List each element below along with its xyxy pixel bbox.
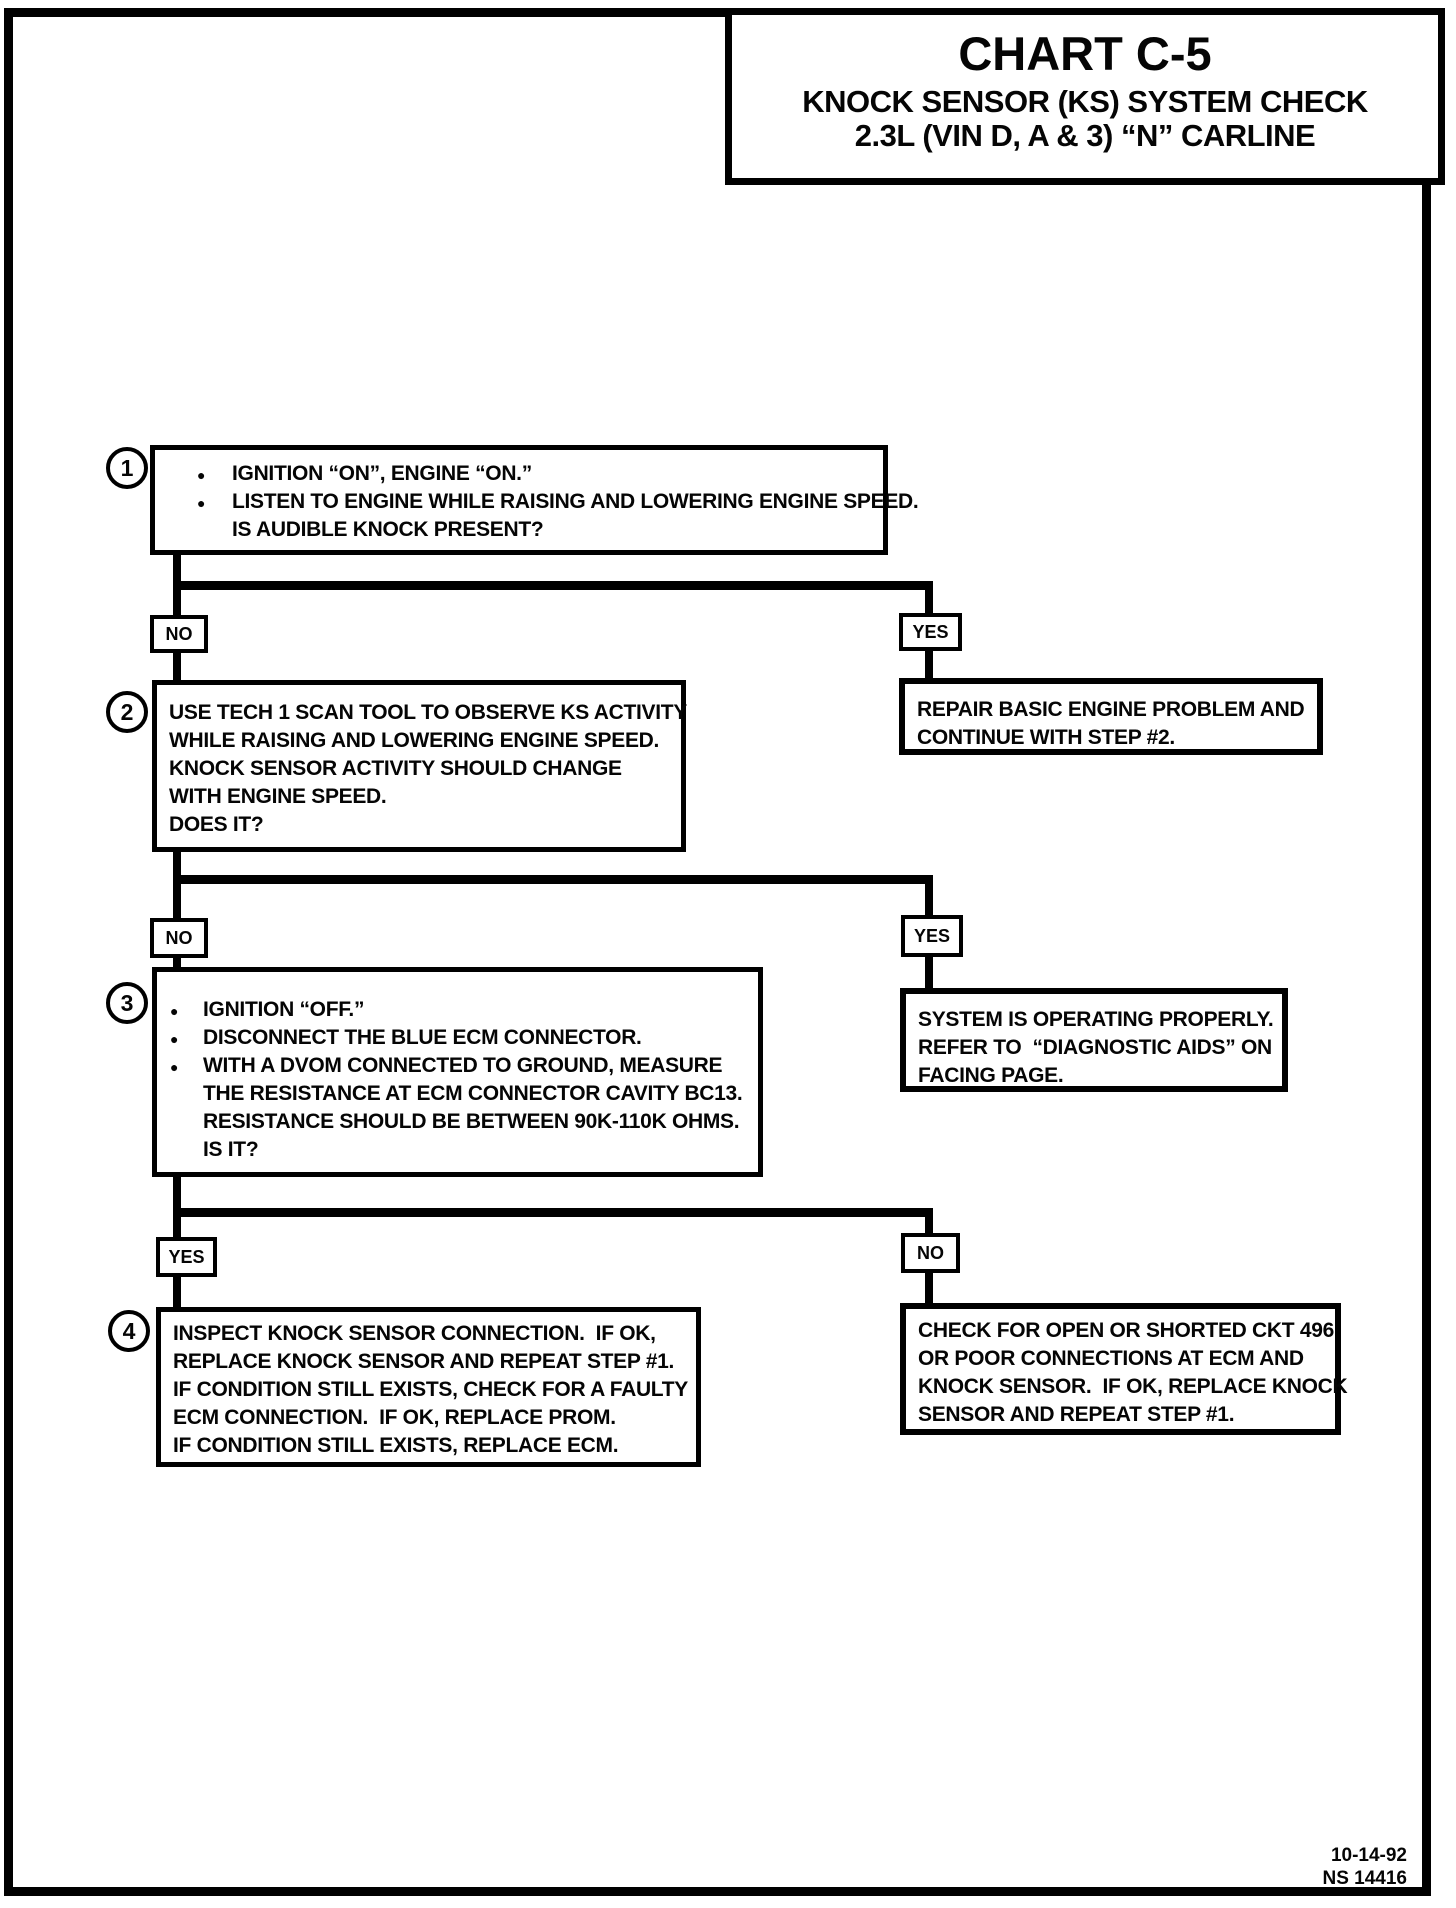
step-2-line-3: KNOCK SENSOR ACTIVITY SHOULD CHANGE [169,757,622,780]
step-4-line-1: INSPECT KNOCK SENSOR CONNECTION. IF OK, [173,1322,656,1345]
branch-3-yes-label: YES [156,1237,217,1277]
connector-branch3 [173,1208,933,1217]
chart-title: CHART C-5 [958,27,1212,80]
step-1-number: 1 [106,447,148,489]
result-3-line-2: OR POOR CONNECTIONS AT ECM AND [918,1347,1304,1370]
connector-step2-down [173,852,181,875]
branch-1-no-label: NO [150,615,208,653]
connector-step3-down [173,1177,181,1208]
step-4-line-2: REPLACE KNOCK SENSOR AND REPEAT STEP #1. [173,1350,675,1373]
step-3-line-2: DISCONNECT THE BLUE ECM CONNECTOR. [157,1024,758,1053]
step-3-line-6: IS IT? [203,1138,259,1161]
result-3-line-1: CHECK FOR OPEN OR SHORTED CKT 496 [918,1319,1334,1342]
chart-subtitle-1: KNOCK SENSOR (KS) SYSTEM CHECK [802,84,1368,119]
footer-code: NS 14416 [1322,1868,1407,1889]
connector-yes2-result2 [925,957,933,988]
step-2-line-2: WHILE RAISING AND LOWERING ENGINE SPEED. [169,729,660,752]
connector-branch2 [173,875,933,884]
connector-branch1-yes [925,590,933,613]
step-1-line-3: IS AUDIBLE KNOCK PRESENT? [232,518,544,541]
step-2-box: USE TECH 1 SCAN TOOL TO OBSERVE KS ACTIV… [152,680,688,852]
connector-branch3-no [925,1217,933,1233]
connector-branch1-no [173,590,181,615]
step-1-line-2: LISTEN TO ENGINE WHILE RAISING AND LOWER… [155,488,919,517]
connector-branch2-yes [925,884,933,915]
chart-subtitle-2: 2.3L (VIN D, A & 3) “N” CARLINE [854,118,1316,153]
branch-2-yes-label: YES [901,915,963,957]
step-3-number: 3 [106,982,148,1024]
step-4-line-4: ECM CONNECTION. IF OK, REPLACE PROM. [173,1406,616,1429]
step-2-line-1: USE TECH 1 SCAN TOOL TO OBSERVE KS ACTIV… [169,701,688,724]
step-1-box: IGNITION “ON”, ENGINE “ON.” LISTEN TO EN… [150,445,919,555]
connector-branch1 [173,581,933,590]
result-1-line-1: REPAIR BASIC ENGINE PROBLEM AND [917,698,1305,721]
step-2-line-5: DOES IT? [169,813,264,836]
result-3-box: CHECK FOR OPEN OR SHORTED CKT 496 OR POO… [900,1303,1348,1435]
chart-title-box: CHART C-5 KNOCK SENSOR (KS) SYSTEM CHECK… [725,8,1445,185]
connector-no2-step3 [173,958,181,967]
step-3-line-5: RESISTANCE SHOULD BE BETWEEN 90K-110K OH… [203,1110,740,1133]
step-3-line-3: WITH A DVOM CONNECTED TO GROUND, MEASURE [157,1052,758,1081]
step-3-line-4: THE RESISTANCE AT ECM CONNECTOR CAVITY B… [203,1082,743,1105]
step-4-box: INSPECT KNOCK SENSOR CONNECTION. IF OK, … [156,1307,701,1467]
connector-branch2-no [173,884,181,918]
connector-no1-step2 [173,653,181,680]
connector-no3-result3 [925,1273,933,1303]
connector-branch3-yes [173,1217,181,1237]
result-2-line-2: REFER TO “DIAGNOSTIC AIDS” ON [918,1036,1272,1059]
step-3-box: IGNITION “OFF.” DISCONNECT THE BLUE ECM … [152,967,763,1177]
footer-date: 10-14-92 [1330,1845,1407,1866]
result-3-line-4: SENSOR AND REPEAT STEP #1. [918,1403,1235,1426]
result-1-line-2: CONTINUE WITH STEP #2. [917,726,1175,749]
result-2-box: SYSTEM IS OPERATING PROPERLY. REFER TO “… [900,988,1288,1092]
result-2-line-1: SYSTEM IS OPERATING PROPERLY. [918,1008,1274,1031]
branch-3-no-label: NO [901,1233,960,1273]
step-4-number: 4 [108,1310,150,1352]
footer-block: 10-14-92 NS 14416 [1322,1844,1407,1890]
result-2-line-3: FACING PAGE. [918,1064,1064,1087]
step-2-number: 2 [106,691,148,733]
connector-step1-down [173,550,181,581]
step-2-line-4: WITH ENGINE SPEED. [169,785,387,808]
result-3-line-3: KNOCK SENSOR. IF OK, REPLACE KNOCK [918,1375,1348,1398]
page-border [4,8,1431,1896]
step-1-line-1: IGNITION “ON”, ENGINE “ON.” [155,460,883,489]
connector-yes3-step4 [173,1277,181,1307]
step-3-line-1: IGNITION “OFF.” [157,996,758,1025]
step-4-line-5: IF CONDITION STILL EXISTS, REPLACE ECM. [173,1434,619,1457]
result-1-box: REPAIR BASIC ENGINE PROBLEM AND CONTINUE… [899,678,1323,755]
branch-1-yes-label: YES [899,613,962,651]
branch-2-no-label: NO [150,918,208,958]
connector-yes1-result1 [925,651,933,678]
step-4-line-3: IF CONDITION STILL EXISTS, CHECK FOR A F… [173,1378,689,1401]
